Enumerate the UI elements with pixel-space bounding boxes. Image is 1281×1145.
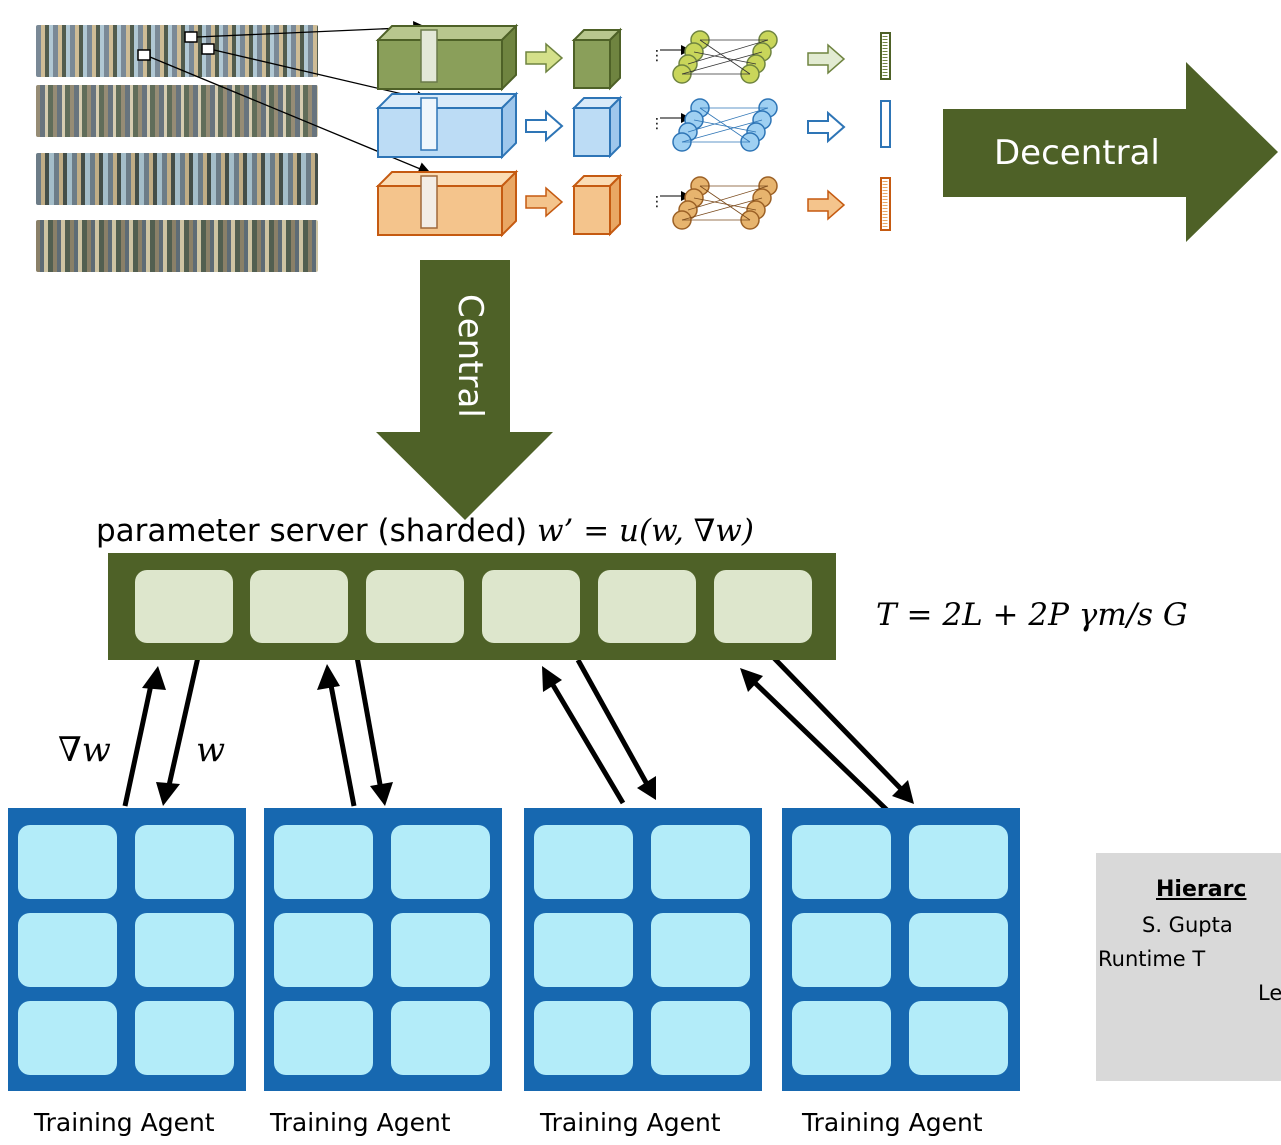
compute-core [274,1001,373,1075]
compute-core [651,1001,750,1075]
training-agent-4 [782,808,1020,1091]
parameter-server [108,553,836,660]
svg-text:⋮: ⋮ [650,48,664,64]
shard-2 [250,570,348,643]
pipeline-row-green: ⋮ [375,23,891,92]
patch-box [201,43,215,55]
compute-core [909,1001,1008,1075]
training-agent-label: Training Agent [802,1108,983,1137]
reference-line: Runtime T [1098,947,1206,971]
compute-core [909,913,1008,987]
compute-core [391,1001,490,1075]
compute-core [135,913,234,987]
reference-box: Hierarc S. Gupta Runtime T Le [1096,853,1281,1081]
central-arrow [376,260,553,520]
image-strip-4 [36,220,318,272]
compute-core [651,825,750,899]
communication-arrows [122,655,914,812]
shard-3 [366,570,464,643]
compute-core [18,825,117,899]
central-label: Central [450,294,490,418]
reference-line: S. Gupta [1142,913,1233,937]
compute-core [792,1001,891,1075]
parameter-server-title: parameter server (sharded) w’ = u(w, ∇w) [96,513,754,549]
compute-core [792,913,891,987]
shard-4 [482,570,580,643]
training-agent-1 [8,808,246,1091]
compute-core [651,913,750,987]
compute-core [391,913,490,987]
compute-core [534,1001,633,1075]
training-agent-label: Training Agent [540,1108,721,1137]
compute-core [18,1001,117,1075]
parameter-server-label: parameter server (sharded) [96,513,528,549]
patch-box [137,49,151,61]
svg-text:⋮: ⋮ [650,116,664,132]
image-strip-2 [36,85,318,137]
shard-1 [135,570,233,643]
training-agent-2 [264,808,502,1091]
decentral-label: Decentral [994,133,1160,173]
reference-line: Le [1258,981,1281,1005]
pipeline-row-orange: ⋮ [375,169,891,238]
compute-core [534,825,633,899]
decentral-arrow [943,62,1278,242]
svg-text:⋮: ⋮ [650,194,664,210]
pipeline-row-blue: ⋮ [375,91,891,160]
reference-title: Hierarc [1156,877,1247,902]
image-strip-3 [36,153,318,205]
shard-5 [598,570,696,643]
training-agent-label: Training Agent [34,1108,215,1137]
compute-core [909,825,1008,899]
compute-core [534,913,633,987]
patch-box [184,31,198,43]
compute-core [18,913,117,987]
compute-core [792,825,891,899]
shard-6 [714,570,812,643]
compute-core [135,1001,234,1075]
compute-core [274,825,373,899]
update-rule: w’ = u(w, ∇w) [536,513,754,549]
cost-formula: T = 2L + 2P γm/s G [876,597,1188,633]
compute-core [391,825,490,899]
training-agent-3 [524,808,762,1091]
compute-core [274,913,373,987]
training-agent-label: Training Agent [270,1108,451,1137]
weight-label: w [196,730,226,770]
gradient-label: ∇w [58,730,111,770]
compute-core [135,825,234,899]
